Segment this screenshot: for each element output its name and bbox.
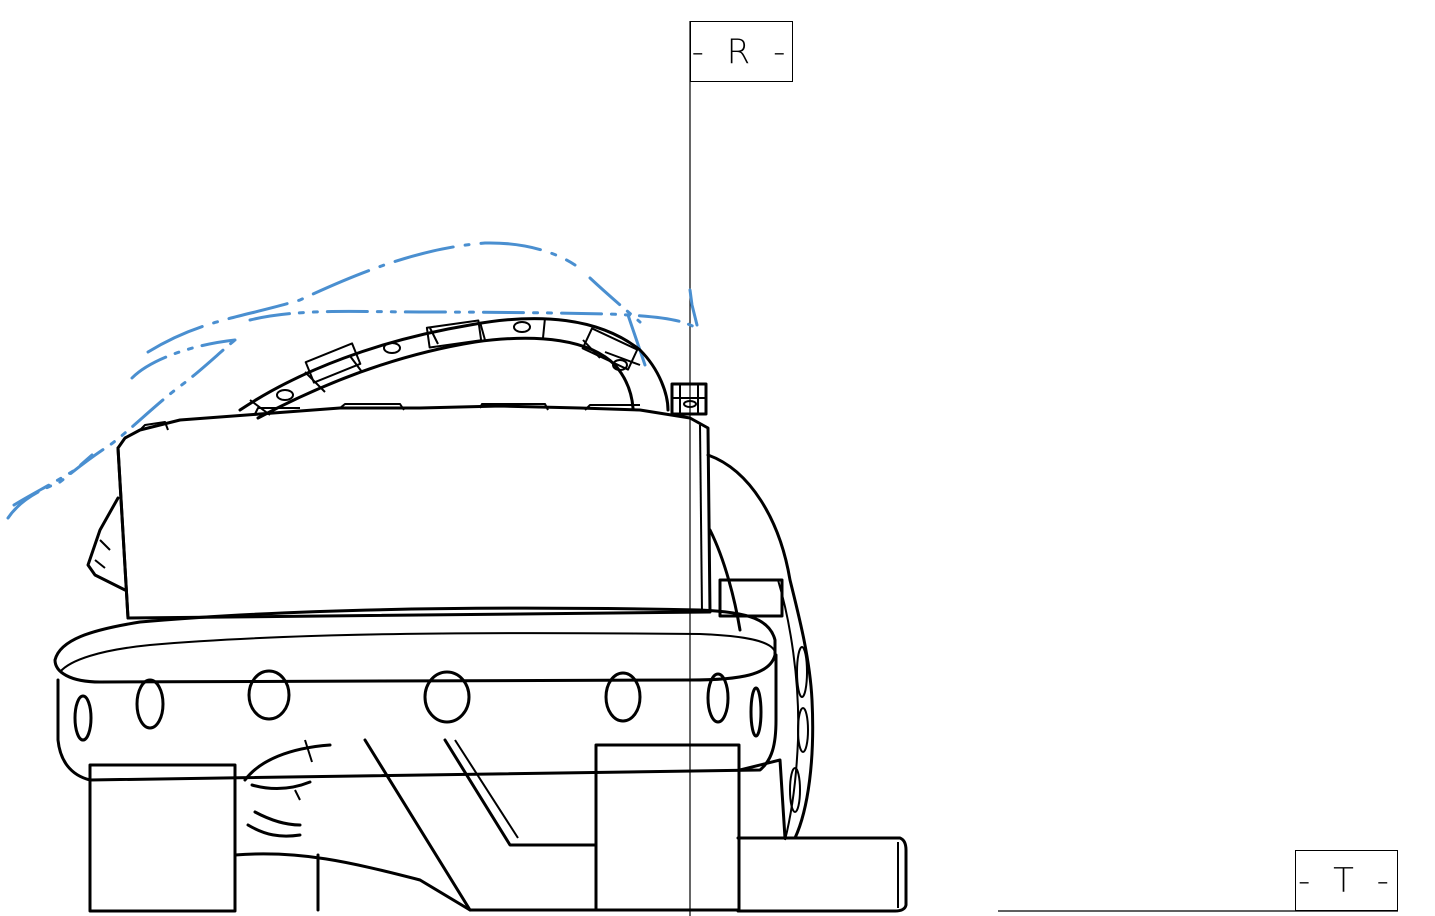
base-flange: [53, 606, 778, 782]
top-clamp: [670, 382, 708, 416]
right-side-cover: [706, 453, 815, 841]
section-label-r: - R -: [690, 21, 793, 82]
main-housing: [86, 403, 712, 620]
cable-chain: [238, 317, 670, 420]
section-label-t: - T -: [1295, 850, 1398, 911]
phantom-lines: [6, 241, 699, 520]
base-legs: [88, 738, 908, 913]
section-label-t-text: - T -: [1298, 860, 1395, 901]
section-label-r-text: - R -: [691, 31, 792, 72]
